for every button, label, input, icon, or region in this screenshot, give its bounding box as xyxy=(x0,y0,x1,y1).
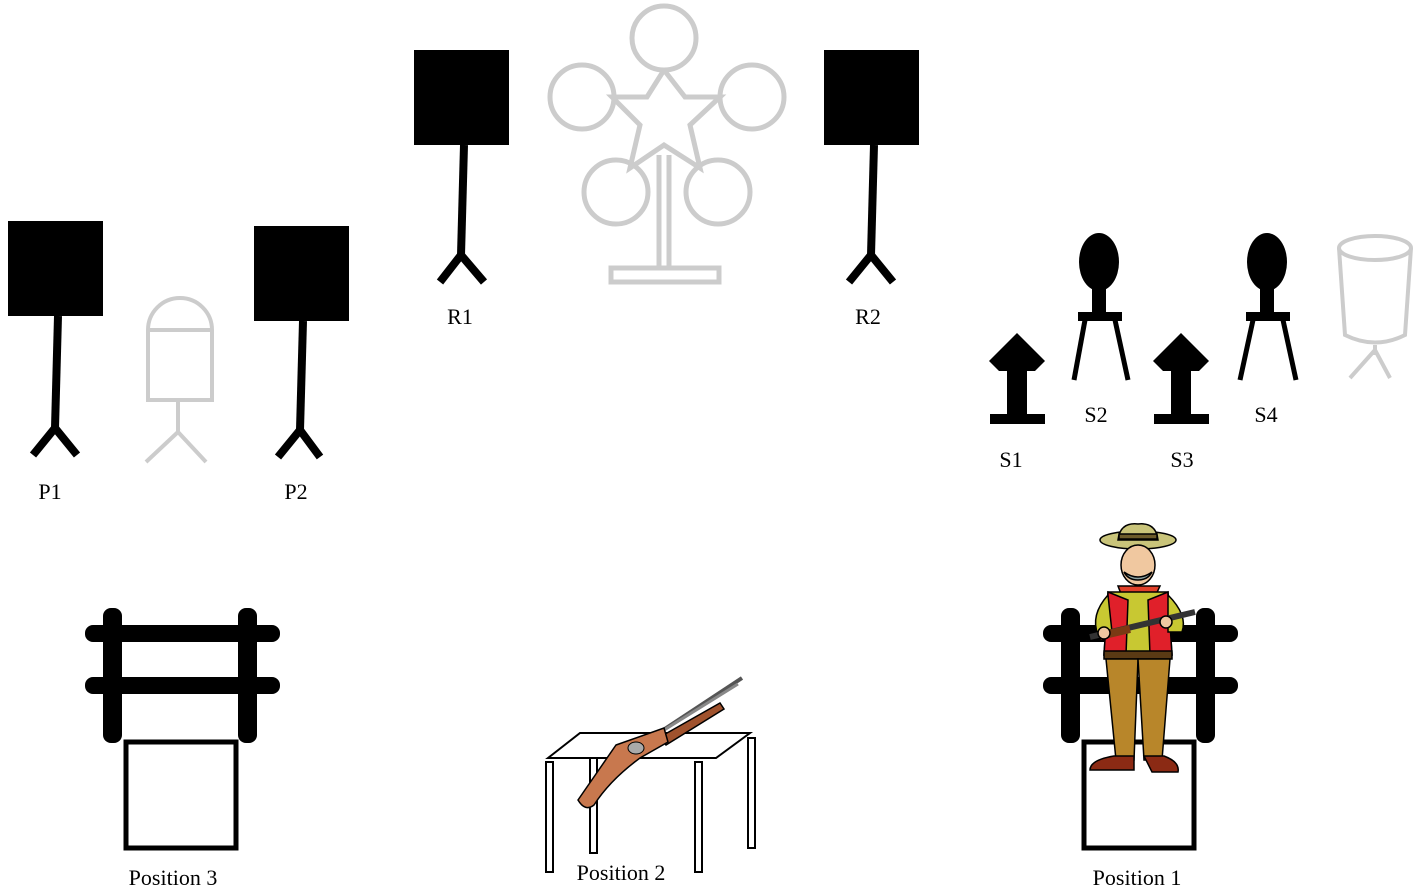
position-label-3: Position 3 xyxy=(128,865,218,890)
fence-icon-position-3 xyxy=(85,608,280,743)
pistol-target-p2 xyxy=(254,226,349,460)
pistol-target-p1 xyxy=(8,221,103,458)
shotgun-target-s1 xyxy=(989,333,1045,424)
target-label-s3: S3 xyxy=(1170,447,1194,472)
noshoot-barrel-icon xyxy=(144,296,214,464)
target-label-s2: S2 xyxy=(1084,402,1108,427)
cowboy-with-shotgun-icon xyxy=(1089,523,1196,773)
noshoot-star-plate-rack-icon xyxy=(547,3,787,285)
rifle-target-r2 xyxy=(824,50,919,285)
position-label-2: Position 2 xyxy=(576,860,666,885)
target-label-r1: R1 xyxy=(447,304,473,329)
rifle-target-r1 xyxy=(414,50,509,285)
target-label-r2: R2 xyxy=(855,304,881,329)
target-label-s1: S1 xyxy=(999,447,1023,472)
target-label-p1: P1 xyxy=(38,479,62,504)
shooting-box-position-1 xyxy=(1081,739,1197,851)
position-label-1: Position 1 xyxy=(1092,865,1182,890)
rifle-icon xyxy=(577,676,744,809)
shotgun-target-s3 xyxy=(1153,333,1209,424)
shotgun-target-s2 xyxy=(1071,233,1131,381)
target-label-p2: P2 xyxy=(284,479,308,504)
table-icon-position-2 xyxy=(545,732,756,873)
target-label-s4: S4 xyxy=(1254,402,1278,427)
noshoot-can-icon xyxy=(1337,234,1413,380)
shotgun-target-s4 xyxy=(1237,233,1299,381)
shooting-box-position-3 xyxy=(123,739,239,851)
